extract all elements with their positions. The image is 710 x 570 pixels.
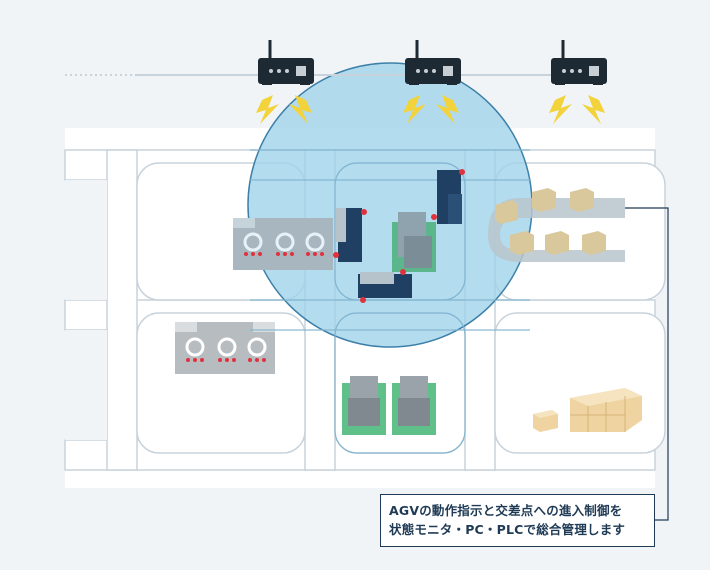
roads-in-coverage bbox=[250, 149, 530, 454]
left-margin bbox=[65, 180, 107, 300]
agv-vehicle-icon bbox=[333, 208, 367, 262]
wireless-access-point-icon bbox=[405, 40, 461, 85]
wireless-signal-icon bbox=[256, 95, 312, 124]
machine-tool-icon bbox=[175, 322, 275, 374]
machine-tool-icon bbox=[233, 218, 333, 270]
cardboard-box-icon bbox=[533, 388, 642, 432]
caption-box: AGVの動作指示と交差点への進入制御を 状態モニタ・PC・PLCで総合管理します bbox=[380, 494, 655, 547]
caption-line-2: 状態モニタ・PC・PLCで総合管理します bbox=[389, 522, 626, 537]
caption-line-1: AGVの動作指示と交差点への進入制御を bbox=[389, 503, 623, 518]
wireless-access-point-icon bbox=[258, 40, 314, 85]
wireless-access-point-icon bbox=[551, 40, 607, 85]
left-margin-2 bbox=[65, 330, 107, 440]
wireless-signal-icon bbox=[549, 95, 605, 124]
conveyor-icon bbox=[488, 188, 625, 262]
wireless-signal-icon bbox=[403, 95, 459, 124]
callout-connector bbox=[625, 207, 669, 521]
agv-vehicle-icon bbox=[431, 169, 465, 224]
storage-rack-icon bbox=[342, 376, 436, 435]
agv-vehicle-icon bbox=[358, 269, 412, 303]
storage-rack-icon bbox=[392, 212, 436, 272]
